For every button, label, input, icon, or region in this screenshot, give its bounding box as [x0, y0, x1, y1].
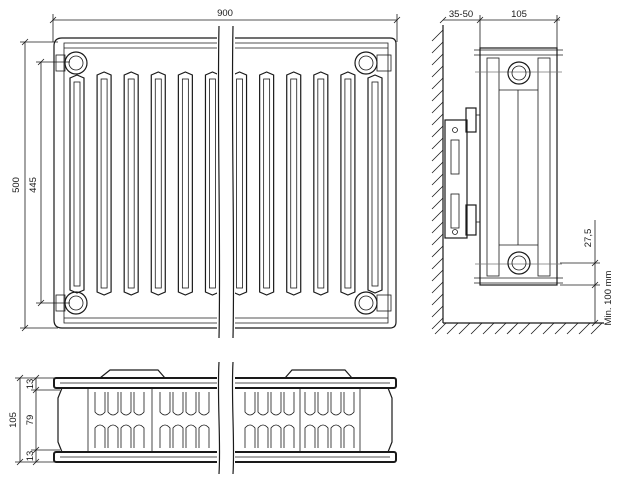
front-fin — [177, 71, 193, 296]
convector-fin — [244, 392, 256, 448]
convector-fin — [304, 392, 316, 448]
front-break-lines — [217, 25, 235, 339]
wall — [431, 25, 604, 335]
top-view-dimensions: 105 13 79 13 — [8, 374, 62, 466]
front-fin — [286, 71, 302, 296]
front-fin — [123, 71, 139, 296]
convector-fin — [172, 392, 184, 448]
top-break-lines — [217, 361, 235, 475]
convector-fin — [120, 392, 132, 448]
bottom-panel-label: 13 — [25, 451, 36, 462]
convector-fin — [94, 392, 106, 448]
convector-fin — [317, 392, 329, 448]
convector-fin — [107, 392, 119, 448]
convector-fin — [270, 392, 282, 448]
convector-fin — [330, 392, 342, 448]
floor-clearance-label: Min. 100 mm — [603, 270, 614, 325]
convector-fin — [343, 392, 355, 448]
front-fin — [96, 71, 112, 296]
convector-fin — [283, 392, 295, 448]
height-dimension: 500 — [11, 38, 58, 332]
convector-fin — [257, 392, 269, 448]
bottom-offset-label: 27,5 — [583, 229, 594, 248]
connector-bottom-right — [354, 291, 392, 315]
convector-fin — [198, 392, 210, 448]
convector-fin — [159, 392, 171, 448]
front-fin — [69, 74, 85, 294]
wall-bracket — [444, 107, 480, 239]
side-view: 35-50 105 — [431, 9, 614, 335]
wall-gap-label: 35-50 — [449, 9, 473, 20]
core-label: 79 — [25, 415, 36, 426]
front-fins — [69, 71, 383, 296]
side-top-dimensions: 35-50 105 — [439, 9, 561, 48]
front-view: 900 500 445 — [11, 8, 401, 339]
front-fin — [367, 74, 383, 294]
connector-top-right — [354, 51, 392, 75]
front-fin — [259, 71, 275, 296]
side-right-dimensions: 27,5 Min. 100 mm — [560, 220, 614, 327]
front-fin — [340, 71, 356, 296]
convector-fins — [94, 392, 355, 448]
front-fin — [313, 71, 329, 296]
height-label: 500 — [11, 177, 22, 193]
top-panel-label: 13 — [25, 379, 36, 390]
inner-height-label: 445 — [28, 177, 39, 193]
connector-top-left — [55, 51, 88, 75]
front-fin — [150, 71, 166, 296]
connector-bottom-left — [55, 291, 88, 315]
radiator-side-body — [474, 47, 563, 286]
convector-fin — [185, 392, 197, 448]
width-label: 900 — [217, 8, 233, 19]
top-view: 105 13 79 13 — [8, 361, 397, 475]
width-dimension: 900 — [49, 8, 401, 42]
convector-fin — [133, 392, 145, 448]
top-total-depth-label: 105 — [8, 412, 19, 428]
side-depth-label: 105 — [511, 9, 527, 20]
